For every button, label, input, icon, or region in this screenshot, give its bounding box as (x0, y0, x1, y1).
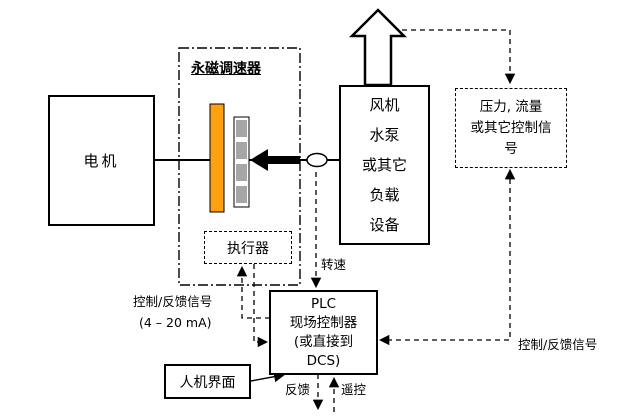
torque-arrow-icon (250, 149, 300, 171)
motor-label: 电机 (83, 152, 120, 170)
plc-to-actuator-line (236, 265, 270, 319)
actuator-box: 执行器 (204, 231, 292, 264)
flow-to-sensor-line (402, 29, 516, 85)
coupling-ellipse (306, 152, 328, 168)
stator-segment (236, 164, 247, 181)
feedback-label: 反馈 (285, 382, 311, 397)
motor-box: 电机 (48, 95, 155, 226)
pm-drive-title: 永磁调速器 (191, 61, 261, 77)
plc-label: PLC 现场控制器 (或直接到 DCS) (289, 295, 358, 369)
speed-label: 转速 (321, 257, 347, 272)
stator-bar (233, 116, 250, 208)
output-flow-arrow-icon (348, 8, 408, 87)
pm-drive-container-border (178, 47, 301, 286)
ctrl-feedback-right-label: 控制/反馈信号 (518, 337, 598, 352)
sensor-to-plc-line (378, 170, 511, 346)
plc-box: PLC 现场控制器 (或直接到 DCS) (269, 290, 378, 375)
actuator-label: 执行器 (227, 240, 269, 257)
stator-segment (236, 142, 247, 159)
hmi-to-plc-line (250, 371, 286, 383)
ctrl-feedback-left-label: 控制/反馈信号 (133, 294, 213, 309)
load-label: 风机 水泵 或其它 负载 设备 (361, 96, 407, 234)
pressure-flow-signal-label: 压力, 流量 或其它控制信 号 (470, 98, 552, 157)
remote-label: 遥控 (341, 382, 367, 397)
stator-segment (236, 186, 247, 203)
rotor-bar (209, 103, 225, 213)
ctrl-feedback-range-label: (4 – 20 mA) (139, 315, 212, 330)
load-box: 风机 水泵 或其它 负载 设备 (339, 85, 430, 245)
stator-segment (236, 120, 247, 137)
pressure-flow-signal-box: 压力, 流量 或其它控制信 号 (455, 88, 567, 168)
hmi-box: 人机界面 (164, 364, 251, 399)
hmi-label: 人机界面 (179, 374, 236, 391)
actuator-to-plc-line (253, 264, 269, 348)
